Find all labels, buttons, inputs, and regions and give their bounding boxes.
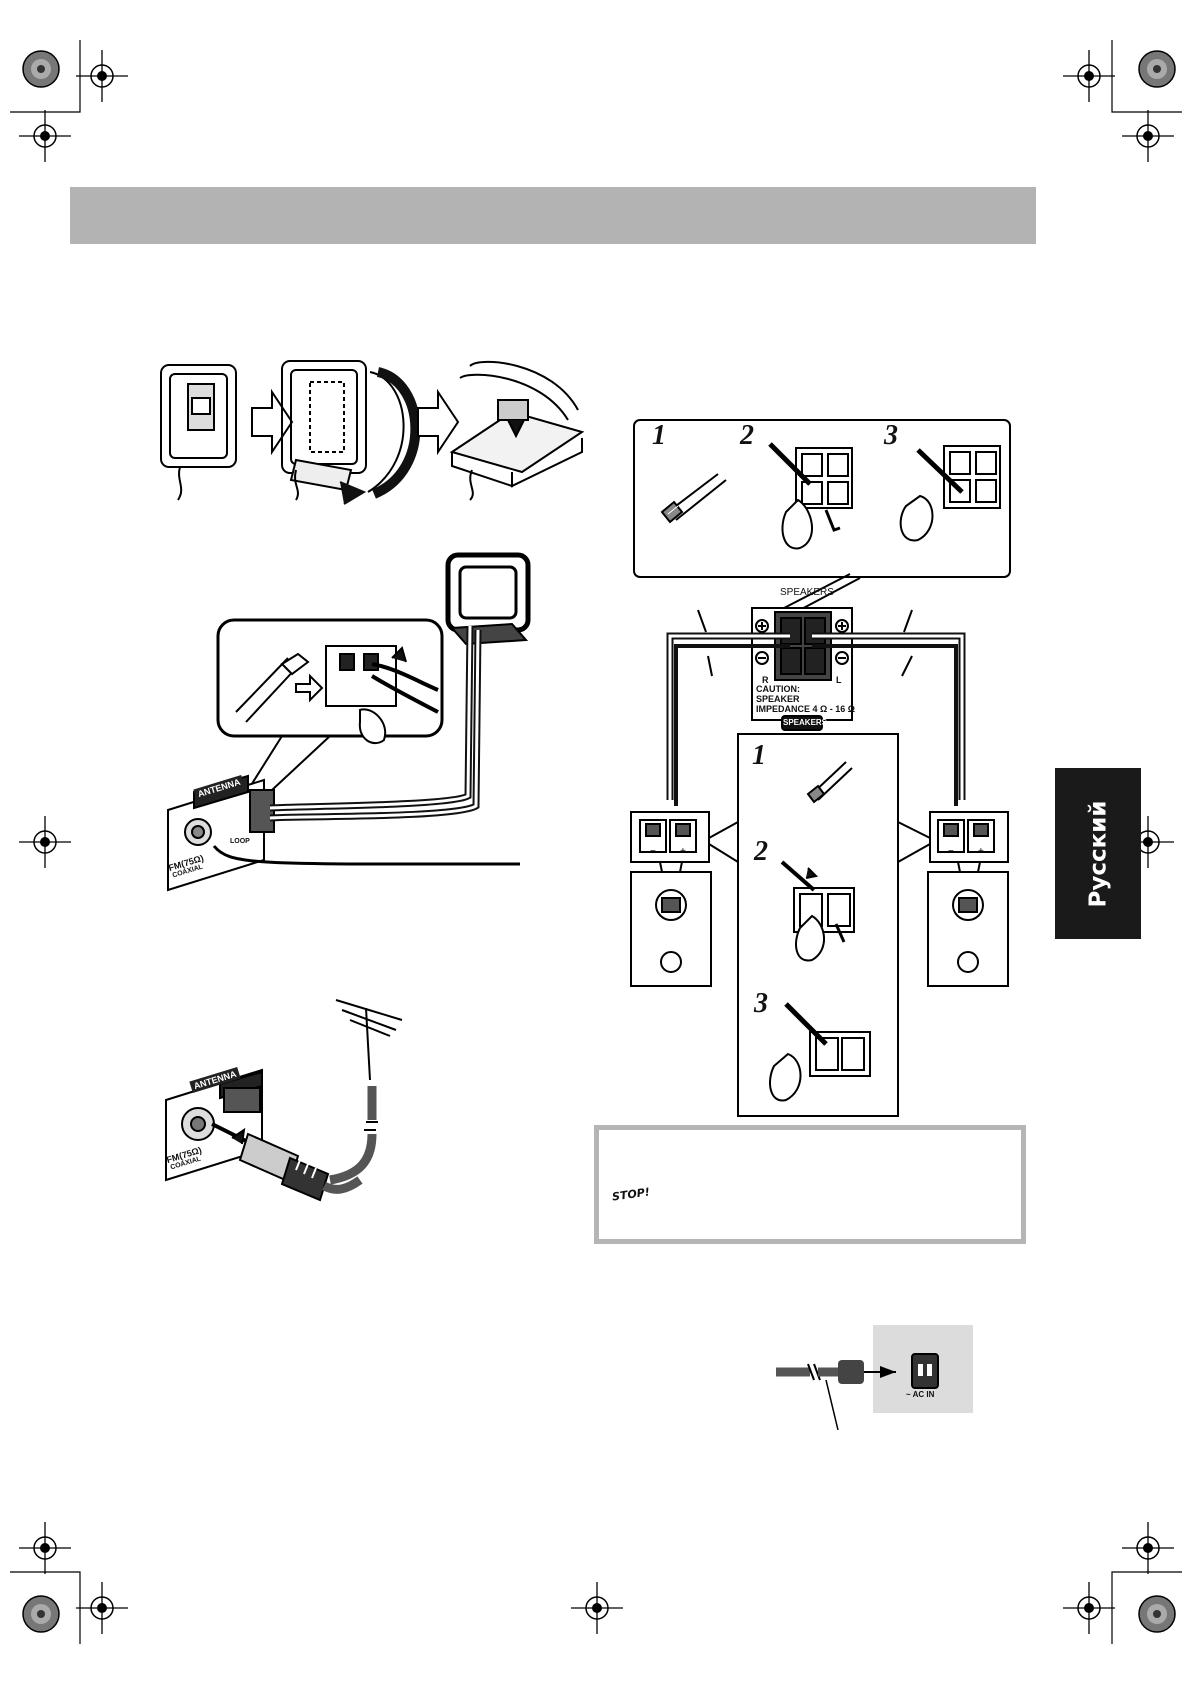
- registration-marks: [10, 40, 1182, 1644]
- speaker-caution-line-3: IMPEDANCE 4 Ω - 16 Ω: [756, 704, 855, 714]
- ac-power-cord: [776, 1325, 973, 1431]
- left-speaker-plus: +: [680, 846, 686, 857]
- language-tab: Русский: [1055, 768, 1141, 939]
- top-step-3: 3: [884, 420, 898, 451]
- speaker-panel-title: SPEAKERS: [780, 587, 834, 598]
- top-step-1: 1: [652, 420, 666, 451]
- speaker-left: [630, 811, 739, 987]
- speaker-panel-badge: SPEAKERS: [783, 718, 828, 727]
- loop-antenna-assembly: [160, 360, 585, 505]
- language-tab-label: Русский: [1085, 800, 1111, 907]
- am-loop-label: LOOP: [230, 838, 250, 845]
- middle-step-3: 3: [754, 988, 768, 1019]
- fm-outdoor-antenna-connection: [165, 999, 403, 1202]
- left-speaker-minus: −: [650, 846, 656, 857]
- speaker-caution-line-2: SPEAKER: [756, 694, 800, 704]
- right-speaker-plus: +: [978, 846, 984, 857]
- speaker-right: [897, 811, 1009, 987]
- ac-inlet-label: ~ AC IN: [906, 1390, 935, 1399]
- middle-step-1: 1: [752, 740, 766, 771]
- caution-box: [594, 1125, 1026, 1244]
- am-loop-antenna-connection: [167, 552, 531, 892]
- speaker-wire-steps-middle: [737, 733, 899, 1117]
- right-speaker-minus: −: [948, 846, 954, 857]
- speaker-panel-left: L: [836, 675, 842, 685]
- speaker-caution-line-1: CAUTION:: [756, 684, 800, 694]
- header-bar: [70, 187, 1036, 244]
- main-unit-speaker-terminals: [666, 573, 966, 806]
- middle-step-2: 2: [754, 836, 768, 867]
- top-step-2: 2: [740, 420, 754, 451]
- speaker-wire-steps-top: [633, 419, 1011, 578]
- speaker-panel-right: R: [762, 675, 769, 685]
